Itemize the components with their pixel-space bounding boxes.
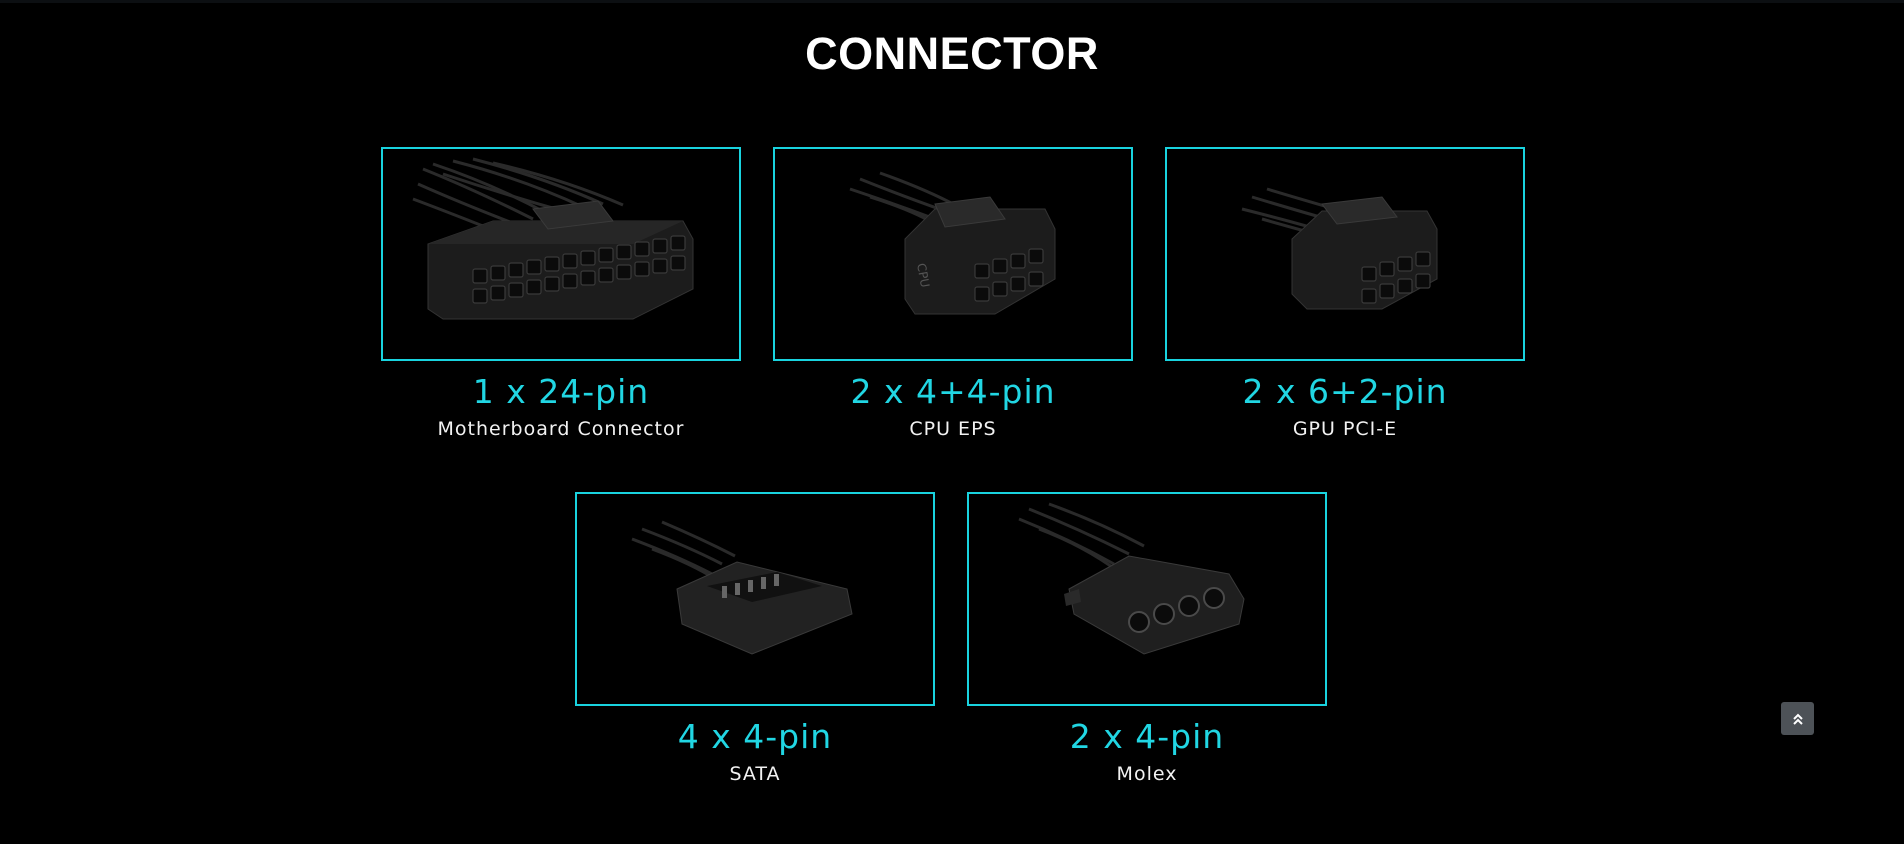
connector-spec: 2 x 4+4-pin: [850, 372, 1056, 411]
connector-label: SATA: [729, 763, 781, 785]
connector-image-frame: [381, 147, 741, 361]
connector-label: CPU EPS: [909, 418, 997, 440]
connector-label: Motherboard Connector: [437, 418, 685, 440]
cpu-eps-connector-image: CPU: [849, 171, 1056, 315]
svg-text:CPU: CPU: [914, 262, 932, 288]
connector-card-sata: 4 x 4-pin SATA: [575, 492, 935, 784]
connector-label: GPU PCI-E: [1292, 418, 1398, 440]
connector-image-frame: CPU: [773, 147, 1133, 361]
page-title: CONNECTOR: [805, 28, 1099, 79]
connector-label: Molex: [1116, 763, 1178, 785]
connector-spec: 1 x 24-pin: [472, 372, 650, 411]
scroll-to-top-button[interactable]: [1781, 702, 1814, 735]
connector-image-frame: [967, 492, 1327, 706]
connector-card-24pin: 1 x 24-pin Motherboard Connector: [381, 147, 741, 439]
molex-connector-image: [1018, 502, 1245, 655]
double-chevron-up-icon: [1792, 713, 1803, 725]
connector-card-pcie: 2 x 6+2-pin GPU PCI-E: [1165, 147, 1525, 439]
connector-image-frame: [575, 492, 935, 706]
pcie-connector-image: [1241, 187, 1438, 310]
atx-24pin-connector-image: [412, 157, 694, 320]
connector-spec: 4 x 4-pin: [677, 717, 833, 756]
connector-spec: 2 x 6+2-pin: [1242, 372, 1448, 411]
connector-image-frame: [1165, 147, 1525, 361]
sata-connector-image: [631, 520, 853, 655]
connector-card-cpu-eps: CPU 2 x 4+4-pin CPU EPS: [773, 147, 1133, 439]
connector-spec: 2 x 4-pin: [1069, 717, 1225, 756]
top-divider: [0, 0, 1904, 3]
connector-card-molex: 2 x 4-pin Molex: [967, 492, 1327, 784]
